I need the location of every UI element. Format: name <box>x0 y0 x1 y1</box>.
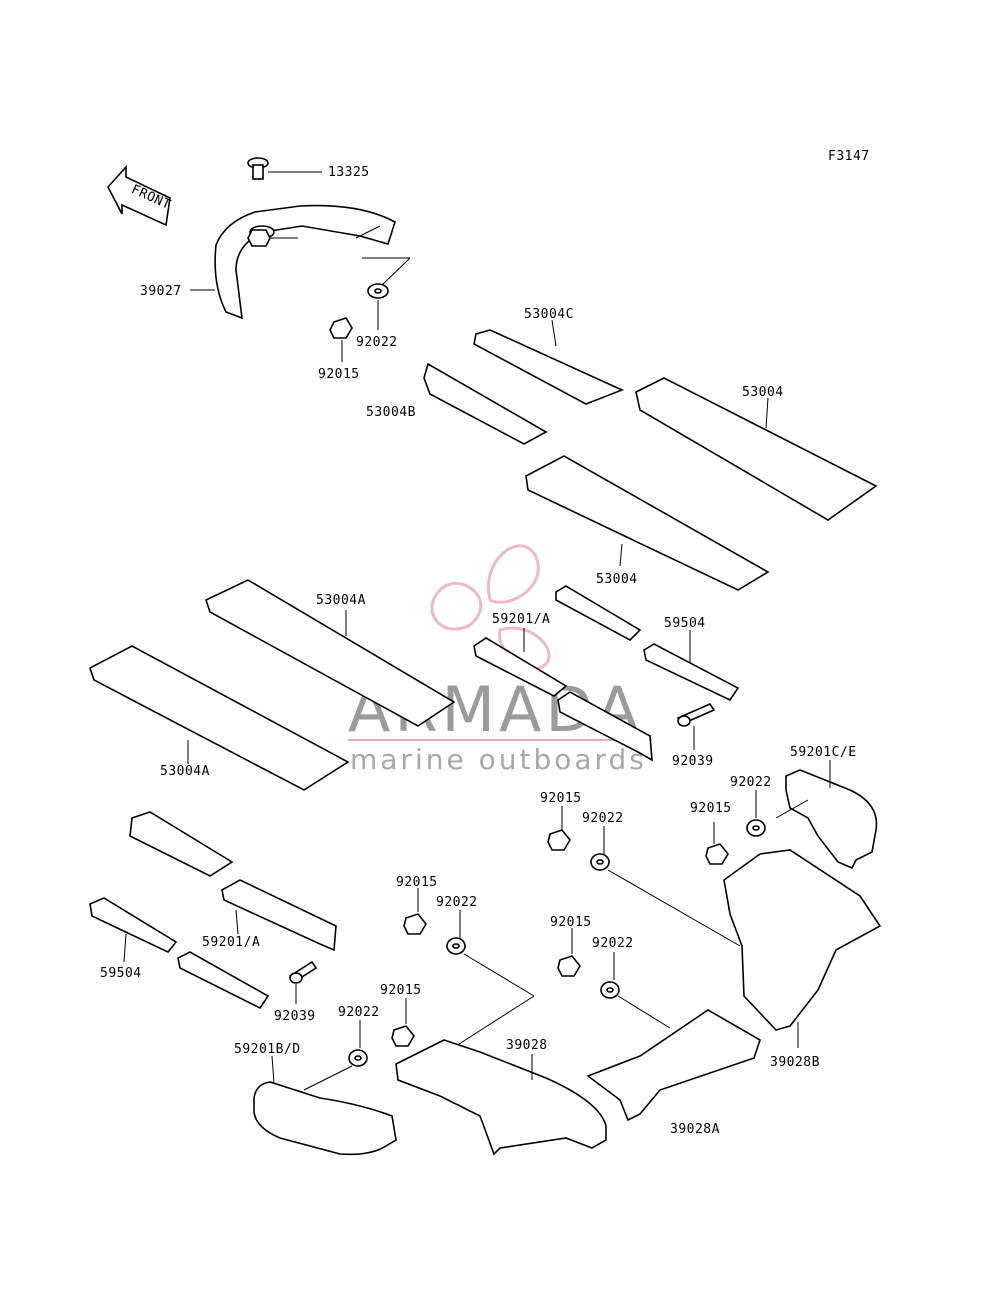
cover-59201BD-icon <box>253 1081 397 1156</box>
cover-39028A-icon <box>586 1009 761 1122</box>
nut-icon <box>247 229 271 247</box>
pin-92039-lower-icon <box>288 960 318 984</box>
pin-92039-upper-icon <box>676 702 716 727</box>
label-59201A-b: 59201/A <box>202 935 260 950</box>
nut-icon <box>547 829 571 851</box>
label-92022-a: 92022 <box>356 335 398 350</box>
rail-59201A-lower-icon <box>129 811 337 952</box>
rail-59201A-upper-icon <box>473 585 653 762</box>
nut-icon <box>557 955 581 977</box>
label-92015-a: 92015 <box>318 367 360 382</box>
label-92039-b: 92039 <box>274 1009 316 1024</box>
label-39028B: 39028B <box>770 1055 820 1070</box>
label-53004A-a: 53004A <box>316 593 366 608</box>
label-39028A: 39028A <box>670 1122 720 1137</box>
nut-icon <box>403 913 427 935</box>
label-39028: 39028 <box>506 1038 548 1053</box>
nut-icon <box>329 317 353 339</box>
label-13325: 13325 <box>328 165 370 180</box>
label-92039-a: 92039 <box>672 754 714 769</box>
label-92015-b: 92015 <box>690 801 732 816</box>
watermark-tagline: marine outboards <box>350 743 647 776</box>
label-92022-e: 92022 <box>592 936 634 951</box>
washer-icon <box>348 1049 368 1067</box>
label-39027: 39027 <box>140 284 182 299</box>
label-92022-f: 92022 <box>338 1005 380 1020</box>
label-92022-d: 92022 <box>436 895 478 910</box>
washer-icon <box>367 283 389 299</box>
label-59504-b: 59504 <box>100 966 142 981</box>
washer-icon <box>590 853 610 871</box>
washer-icon <box>600 981 620 999</box>
rail-59504-lower-icon <box>89 897 270 1010</box>
label-92015-d: 92015 <box>396 875 438 890</box>
nut-icon <box>391 1025 415 1047</box>
label-92015-c: 92015 <box>540 791 582 806</box>
cover-59201CE-icon <box>785 769 878 870</box>
label-53004B: 53004B <box>366 405 416 420</box>
front-arrow-icon: FRONT <box>107 164 173 227</box>
label-92015-f: 92015 <box>380 983 422 998</box>
grab-handle-39027-icon <box>214 204 396 320</box>
mat-53004C-icon <box>473 329 625 405</box>
bolt-13325-icon <box>247 157 269 180</box>
mat-53004A-lower-icon <box>89 645 350 791</box>
label-59201BD: 59201B/D <box>234 1042 301 1057</box>
nut-icon <box>705 843 729 865</box>
mat-53004-middle-icon <box>525 455 770 591</box>
cover-39028B-icon <box>723 849 882 1031</box>
washer-icon <box>746 819 766 837</box>
label-53004-b: 53004 <box>596 572 638 587</box>
cover-39028-icon <box>395 1039 607 1156</box>
label-53004C: 53004C <box>524 307 574 322</box>
figure-code: F3147 <box>828 149 870 164</box>
mat-53004B-icon <box>423 362 548 445</box>
label-59201CE: 59201C/E <box>790 745 857 760</box>
label-53004-a: 53004 <box>742 385 784 400</box>
label-92022-b: 92022 <box>730 775 772 790</box>
mat-53004A-upper-icon <box>205 579 456 727</box>
label-59504-a: 59504 <box>664 616 706 631</box>
label-59201A-a: 59201/A <box>492 612 550 627</box>
mat-53004-upper-icon <box>635 377 878 521</box>
washer-icon <box>446 937 466 955</box>
rail-59504-upper-icon <box>643 643 740 702</box>
label-92022-c: 92022 <box>582 811 624 826</box>
label-92015-e: 92015 <box>550 915 592 930</box>
label-53004A-b: 53004A <box>160 764 210 779</box>
